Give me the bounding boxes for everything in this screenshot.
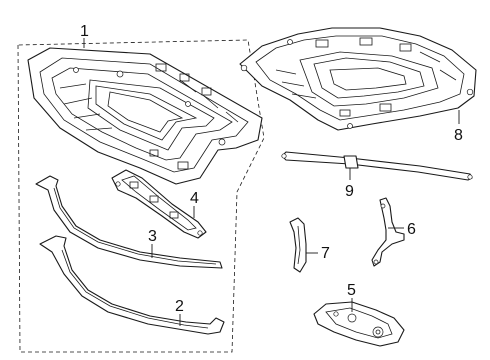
part-6-support-bracket [371,197,405,267]
part-7-clip-bracket [289,217,307,273]
callout-3: 3 [148,228,157,245]
callout-5: 5 [347,282,356,299]
part-3-trim-strip [35,175,223,269]
part-1-under-cover-assembly [27,47,263,185]
callout-9: 9 [345,183,354,200]
part-5-base-plate [313,301,405,347]
callout-7: 7 [321,245,330,262]
callout-2: 2 [175,298,184,315]
part-4-bracket [111,169,207,239]
part-9-strut-bar [281,151,473,181]
callout-1: 1 [80,23,89,40]
callout-4: 4 [190,190,199,207]
part-2-lower-trim-strip [39,235,225,335]
part-8-rear-underbody-panel [239,27,477,131]
assembly-boundary-dashed [17,39,265,353]
callout-8: 8 [454,127,463,144]
callout-6: 6 [407,221,416,238]
